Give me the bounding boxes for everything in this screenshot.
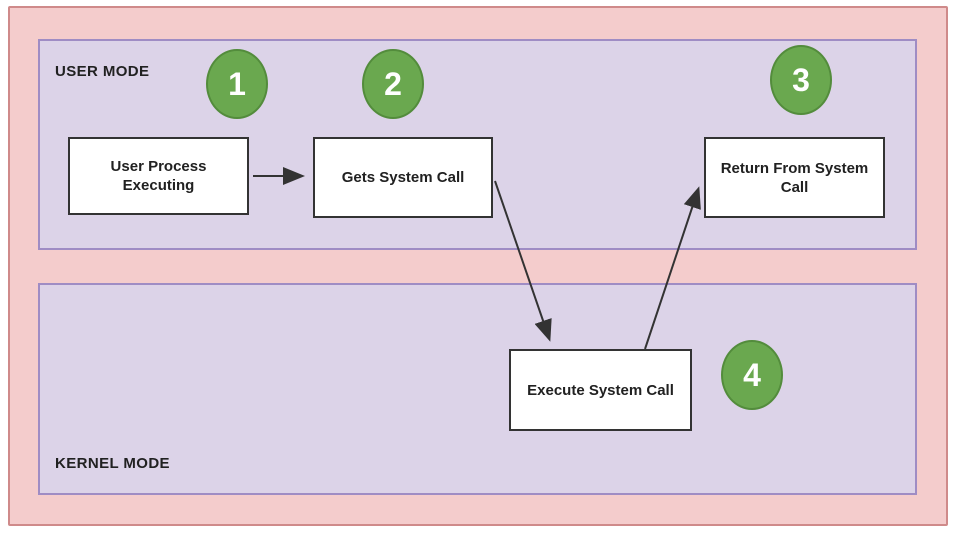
node-return-from-system-call: Return From System Call [704, 137, 885, 218]
node-user-process-executing: User Process Executing [68, 137, 249, 215]
step-badge-1: 1 [206, 49, 268, 119]
step-badge-2: 2 [362, 49, 424, 119]
kernel-mode-label: KERNEL MODE [55, 455, 170, 472]
user-mode-label: USER MODE [55, 63, 150, 80]
node-execute-system-call: Execute System Call [509, 349, 692, 431]
step-badge-4: 4 [721, 340, 783, 410]
node-gets-system-call: Gets System Call [313, 137, 493, 218]
step-badge-3: 3 [770, 45, 832, 115]
